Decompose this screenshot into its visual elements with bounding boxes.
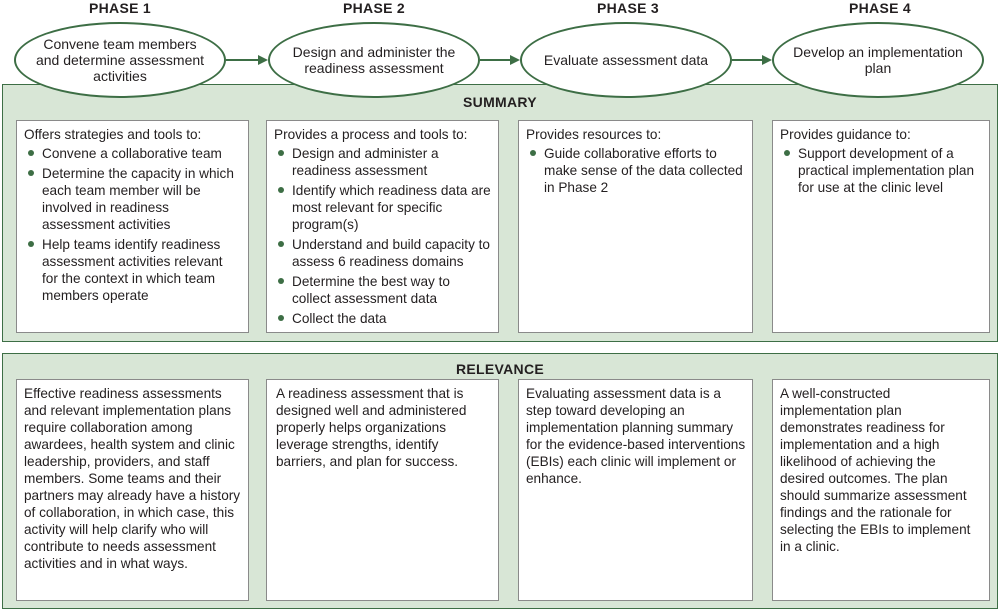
- phase-flow-arrows: [226, 55, 772, 65]
- phase-1-node: Convene team members and determine asses…: [14, 22, 226, 98]
- phase-3-title: Evaluate assessment data: [543, 52, 709, 68]
- list-item: Guide collaborative efforts to make sens…: [526, 145, 746, 196]
- list-item: Help teams identify readiness assessment…: [24, 236, 242, 304]
- summary-card-intro: Offers strategies and tools to:: [24, 127, 202, 142]
- list-item: Identify which readiness data are most r…: [274, 182, 492, 233]
- summary-card-intro: Provides resources to:: [526, 127, 662, 142]
- phase-4-node: Develop an implementation plan: [772, 22, 984, 98]
- phase-1-label: PHASE 1: [88, 0, 151, 16]
- arrow-phase-3-to-4: [732, 55, 772, 65]
- list-item: Design and administer a readiness assess…: [274, 145, 492, 179]
- summary-card-phase-2: Provides a process and tools to: Design …: [266, 120, 499, 333]
- relevance-title: RELEVANCE: [455, 361, 544, 377]
- summary-list: Design and administer a readiness assess…: [274, 145, 492, 327]
- summary-card-phase-1: Offers strategies and tools to: Convene …: [16, 120, 249, 333]
- summary-card-phase-3: Provides resources to: Guide collaborati…: [518, 120, 753, 333]
- relevance-text: A well-constructed implementation plan d…: [780, 386, 971, 554]
- phase-3-label: PHASE 3: [596, 0, 659, 16]
- list-item: Collect the data: [274, 310, 492, 327]
- relevance-text: Effective readiness assessments and rele…: [24, 386, 241, 571]
- summary-section: SUMMARY Offers strategies and tools to: …: [2, 84, 998, 342]
- summary-card-phase-4: Provides guidance to: Support developmen…: [772, 120, 990, 333]
- relevance-card-phase-2: A readiness assessment that is designed …: [266, 379, 499, 601]
- list-item: Understand and build capacity to assess …: [274, 236, 492, 270]
- phase-4-label: PHASE 4: [848, 0, 911, 16]
- list-item: Determine the best way to collect assess…: [274, 273, 492, 307]
- list-item: Determine the capacity in which each tea…: [24, 165, 242, 233]
- arrow-phase-1-to-2: [226, 55, 268, 65]
- phase-2-node: Design and administer the readiness asse…: [268, 22, 480, 98]
- relevance-text: A readiness assessment that is designed …: [276, 386, 467, 469]
- phase-1-title: Convene team members and determine asses…: [35, 36, 205, 84]
- summary-list: Guide collaborative efforts to make sens…: [526, 145, 746, 196]
- phase-4-title: Develop an implementation plan: [793, 44, 963, 76]
- relevance-card-phase-1: Effective readiness assessments and rele…: [16, 379, 249, 601]
- phase-3-node: Evaluate assessment data: [520, 22, 732, 98]
- relevance-text: Evaluating assessment data is a step tow…: [526, 386, 746, 486]
- list-item: Convene a collaborative team: [24, 145, 242, 162]
- summary-card-intro: Provides a process and tools to:: [274, 127, 468, 142]
- list-item: Support development of a practical imple…: [780, 145, 983, 196]
- relevance-card-phase-3: Evaluating assessment data is a step tow…: [518, 379, 753, 601]
- phase-2-label: PHASE 2: [342, 0, 405, 16]
- relevance-section: RELEVANCE Effective readiness assessment…: [2, 353, 998, 609]
- summary-card-intro: Provides guidance to:: [780, 127, 911, 142]
- relevance-card-phase-4: A well-constructed implementation plan d…: [772, 379, 990, 601]
- arrow-phase-2-to-3: [480, 55, 520, 65]
- summary-list: Support development of a practical imple…: [780, 145, 983, 196]
- summary-list: Convene a collaborative team Determine t…: [24, 145, 242, 304]
- phase-2-title: Design and administer the readiness asse…: [292, 44, 456, 76]
- summary-title: SUMMARY: [463, 94, 537, 110]
